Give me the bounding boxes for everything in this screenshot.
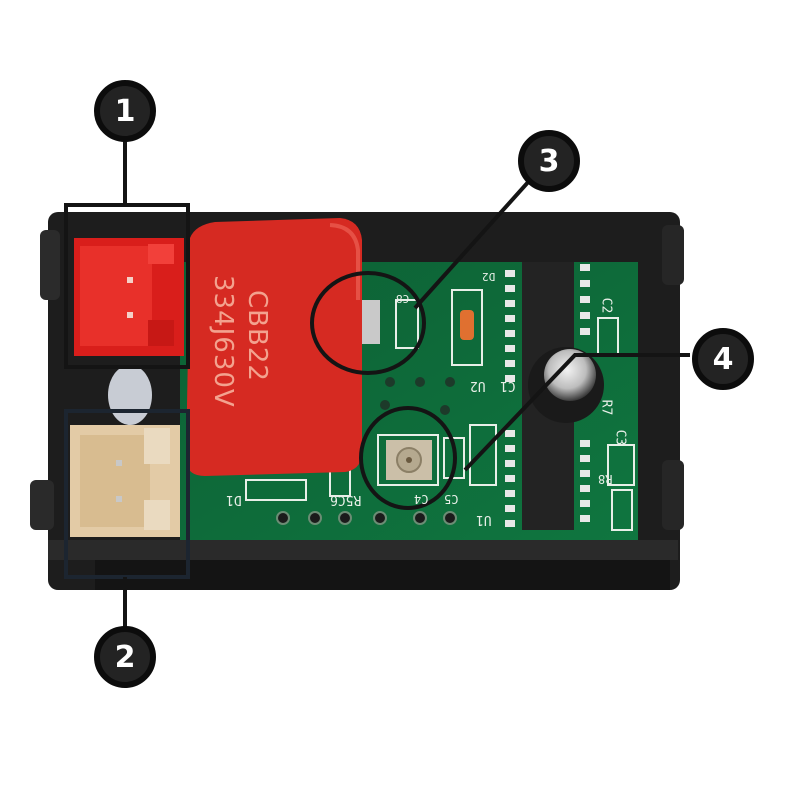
callout-line-4 [463, 353, 690, 472]
capacitor-label-line2: 334J630V [208, 275, 238, 408]
callout-badge-4: 4 [692, 328, 754, 390]
callout-circle-3 [310, 271, 426, 375]
housing-bottom-edge [48, 540, 678, 560]
white-component [108, 365, 152, 425]
callout-line-3 [413, 178, 532, 310]
ic-pins-left [505, 270, 515, 527]
housing-bottom-lip [95, 555, 670, 590]
silk-u2: U2 [470, 378, 486, 393]
callout-circle-4 [359, 406, 457, 510]
silk-r5c6: R5C6 [330, 492, 362, 507]
silk-d1: D1 [226, 492, 242, 507]
diode-d2 [460, 310, 474, 340]
housing-tab-right-top [662, 225, 684, 285]
silk-c1: C1 [500, 378, 516, 393]
silk-u1: U1 [476, 512, 492, 527]
housing-tab-right-bottom [662, 460, 684, 530]
silk-c4: C4 [414, 492, 429, 506]
housing-tab-left-top [40, 230, 60, 300]
silk-c5: C5 [444, 492, 459, 506]
trimmer-pot-3 [358, 300, 380, 344]
silk-c3: C3 [612, 429, 628, 446]
silk-r8: R8 [598, 472, 613, 486]
silk-c8: C8 [396, 292, 410, 305]
housing-tab-left [30, 480, 54, 530]
capacitor-label-line1: CBB22 [242, 290, 272, 382]
callout-graphics [64, 140, 690, 630]
callout-badge-2: 2 [94, 626, 156, 688]
film-capacitor [186, 218, 362, 476]
through-holes [276, 511, 457, 525]
callout-badge-3: 3 [518, 130, 580, 192]
silk-d2: D2 [482, 270, 496, 283]
callout-badge-1: 1 [94, 80, 156, 142]
silk-c2: C2 [598, 297, 614, 314]
ic-pins-right [580, 264, 590, 522]
vias [380, 377, 455, 415]
silk-r7: R7 [598, 399, 614, 416]
